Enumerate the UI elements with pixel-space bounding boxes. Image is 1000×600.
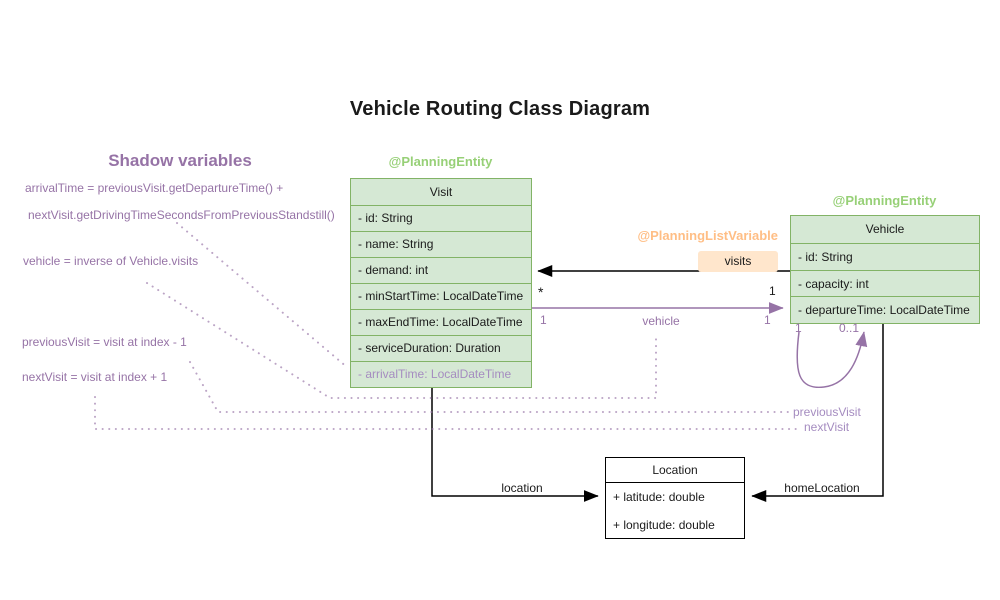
location-class-name: Location: [606, 458, 744, 483]
visits-edge-label: visits: [698, 251, 778, 272]
shadow-formula-vehicle: vehicle = inverse of Vehicle.visits: [23, 254, 199, 268]
home-location-edge-label: homeLocation: [784, 481, 860, 495]
visit-attr-name: - name: String: [351, 231, 531, 257]
vehicle-edge-label: vehicle: [642, 314, 680, 328]
planning-list-variable-annotation: @PlanningListVariable: [637, 228, 778, 243]
visit-class-box: Visit - id: String - name: String - dema…: [350, 178, 532, 388]
location-class-box: Location + latitude: double + longitude:…: [605, 457, 745, 539]
diagram-title: Vehicle Routing Class Diagram: [349, 98, 651, 120]
edge-home-location: [751, 322, 884, 502]
location-attr-longitude: + longitude: double: [613, 517, 715, 532]
dotted-link-previousvisit: [189, 361, 790, 413]
visit-attr-demand: - demand: int: [351, 257, 531, 283]
visit-attr-id: - id: String: [351, 205, 531, 231]
vehicle-class-box: Vehicle - id: String - capacity: int - d…: [790, 215, 980, 325]
vehicle-attr-id: - id: String: [791, 243, 979, 270]
vehicle-class-name: Vehicle: [865, 222, 905, 236]
shadow-formula-arrivaltime-1: arrivalTime = previousVisit.getDeparture…: [25, 181, 284, 195]
vehicle-edge-right-multiplicity: 1: [764, 313, 771, 327]
shadow-variables-heading: Shadow variables: [108, 151, 252, 170]
nextvisit-label: nextVisit: [804, 420, 850, 434]
visit-attr-maxendtime: - maxEndTime: LocalDateTime: [351, 309, 531, 335]
vehicle-planning-entity-annotation: @PlanningEntity: [832, 193, 937, 208]
visit-attr-minstarttime: - minStartTime: LocalDateTime: [351, 283, 531, 309]
previousvisit-label: previousVisit: [793, 405, 861, 419]
visit-class-name: Visit: [429, 185, 453, 199]
self-loop-right-multiplicity: 0..1: [839, 321, 860, 335]
shadow-formula-arrivaltime-2: nextVisit.getDrivingTimeSecondsFromPrevi…: [28, 208, 335, 222]
shadow-formula-previousvisit: previousVisit = visit at index - 1: [22, 335, 187, 349]
vehicle-attr-departuretime: - departureTime: LocalDateTime: [791, 296, 979, 323]
visits-multiplicity-one: 1: [769, 284, 776, 298]
visit-attr-serviceduration: - serviceDuration: Duration: [351, 335, 531, 361]
dotted-link-arrivaltime: [176, 222, 349, 369]
location-edge-label: location: [501, 481, 543, 495]
vehicle-attr-capacity: - capacity: int: [791, 269, 979, 297]
location-attr-latitude: + latitude: double: [613, 490, 705, 504]
dotted-link-nextvisit: [94, 396, 800, 430]
visit-attr-arrivaltime: - arrivalTime: LocalDateTime: [351, 361, 531, 387]
vehicle-edge-left-multiplicity: 1: [540, 313, 547, 327]
shadow-formula-nextvisit: nextVisit = visit at index + 1: [22, 370, 168, 384]
edge-self-loop: [796, 331, 868, 389]
visits-multiplicity-star: *: [538, 284, 544, 300]
self-loop-left-multiplicity: 1: [795, 321, 802, 335]
visit-planning-entity-annotation: @PlanningEntity: [388, 154, 493, 169]
edge-location: [431, 386, 599, 502]
